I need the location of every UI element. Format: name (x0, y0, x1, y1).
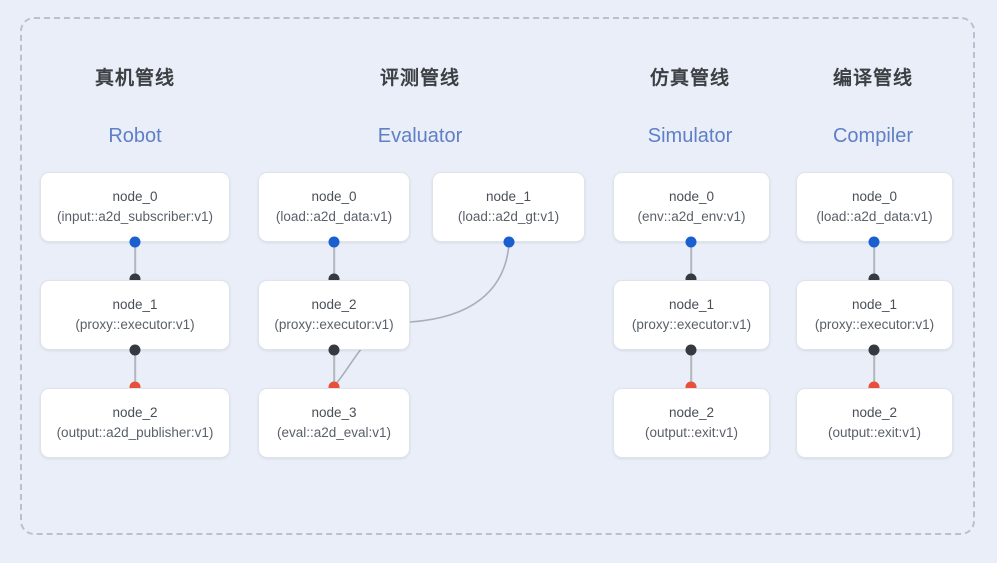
node-simulator-2[interactable]: node_2 (output::exit:v1) (613, 388, 770, 458)
node-type: (proxy::executor:v1) (631, 317, 752, 332)
port-input-compiler-1[interactable] (868, 273, 880, 285)
port-input-compiler-2[interactable] (868, 381, 880, 393)
node-evaluator-3[interactable]: node_3 (eval::a2d_eval:v1) (258, 388, 410, 458)
link-sim-1-2 (690, 350, 692, 388)
column-title-en-robot: Robot (108, 125, 162, 147)
port-output-robot-1[interactable] (129, 344, 141, 356)
node-title: node_3 (311, 405, 357, 420)
port-output-robot-0[interactable] (129, 236, 141, 248)
node-type: (load::a2d_data:v1) (275, 209, 393, 224)
node-simulator-1[interactable]: node_1 (proxy::executor:v1) (613, 280, 770, 350)
column-title-en-evaluator: Evaluator (377, 125, 463, 147)
link-sim-0-1 (690, 242, 692, 280)
node-title: node_1 (851, 297, 898, 312)
port-output-compiler-0[interactable] (868, 236, 880, 248)
node-type: (output::exit:v1) (644, 425, 739, 440)
column-title-cn-evaluator: 评测管线 (379, 68, 461, 89)
node-title: node_0 (112, 189, 158, 204)
node-robot-0[interactable]: node_0 (input::a2d_subscriber:v1) (40, 172, 230, 242)
port-input-robot-1[interactable] (129, 273, 141, 285)
port-input-simulator-2[interactable] (685, 381, 697, 393)
node-title: node_1 (485, 189, 532, 204)
node-compiler-0[interactable]: node_0 (load::a2d_data:v1) (796, 172, 953, 242)
node-type: (proxy::executor:v1) (814, 317, 935, 332)
port-input-simulator-1[interactable] (685, 273, 697, 285)
port-output-evaluator-1[interactable] (503, 236, 515, 248)
node-title: node_2 (112, 405, 158, 420)
node-evaluator-2[interactable]: node_2 (proxy::executor:v1) (258, 280, 410, 350)
node-evaluator-1[interactable]: node_1 (load::a2d_gt:v1) (432, 172, 585, 242)
node-simulator-0[interactable]: node_0 (env::a2d_env:v1) (613, 172, 770, 242)
node-title: node_0 (311, 189, 357, 204)
node-type: (load::a2d_data:v1) (816, 209, 933, 224)
column-title-en-compiler: Compiler (832, 125, 914, 147)
column-title-cn-simulator: 仿真管线 (649, 68, 731, 89)
link-comp-0-1 (873, 242, 875, 280)
node-type: (input::a2d_subscriber:v1) (56, 209, 214, 224)
port-output-evaluator-0[interactable] (328, 236, 340, 248)
port-input-robot-2[interactable] (129, 381, 141, 393)
node-type: (env::a2d_env:v1) (637, 209, 746, 224)
node-compiler-2[interactable]: node_2 (output::exit:v1) (796, 388, 953, 458)
node-type: (output::exit:v1) (827, 425, 922, 440)
node-type: (load::a2d_gt:v1) (457, 209, 560, 224)
port-output-evaluator-2[interactable] (328, 344, 340, 356)
node-compiler-1[interactable]: node_1 (proxy::executor:v1) (796, 280, 953, 350)
port-input-evaluator-2[interactable] (328, 273, 340, 285)
port-output-simulator-1[interactable] (685, 344, 697, 356)
port-input-evaluator-3[interactable] (328, 381, 340, 393)
node-title: node_2 (668, 405, 715, 420)
diagram-dashed-frame (20, 17, 975, 535)
node-title: node_0 (851, 189, 898, 204)
node-robot-2[interactable]: node_2 (output::a2d_publisher:v1) (40, 388, 230, 458)
node-type: (proxy::executor:v1) (274, 317, 394, 332)
node-robot-1[interactable]: node_1 (proxy::executor:v1) (40, 280, 230, 350)
column-title-cn-compiler: 编译管线 (832, 68, 914, 89)
link-eval-2-3 (333, 350, 335, 388)
link-eval-0-2 (333, 242, 335, 280)
node-type: (proxy::executor:v1) (75, 317, 195, 332)
node-title: node_1 (668, 297, 715, 312)
column-title-cn-robot: 真机管线 (94, 68, 176, 89)
link-robot-0-1 (134, 242, 136, 280)
node-title: node_2 (851, 405, 898, 420)
node-title: node_0 (668, 189, 715, 204)
node-title: node_1 (112, 297, 158, 312)
port-output-simulator-0[interactable] (685, 236, 697, 248)
node-evaluator-0[interactable]: node_0 (load::a2d_data:v1) (258, 172, 410, 242)
column-title-en-simulator: Simulator (647, 125, 733, 147)
link-robot-1-2 (134, 350, 136, 388)
link-comp-1-2 (873, 350, 875, 388)
node-type: (output::a2d_publisher:v1) (56, 425, 214, 440)
node-type: (eval::a2d_eval:v1) (276, 425, 392, 440)
port-output-compiler-1[interactable] (868, 344, 880, 356)
node-title: node_2 (311, 297, 357, 312)
